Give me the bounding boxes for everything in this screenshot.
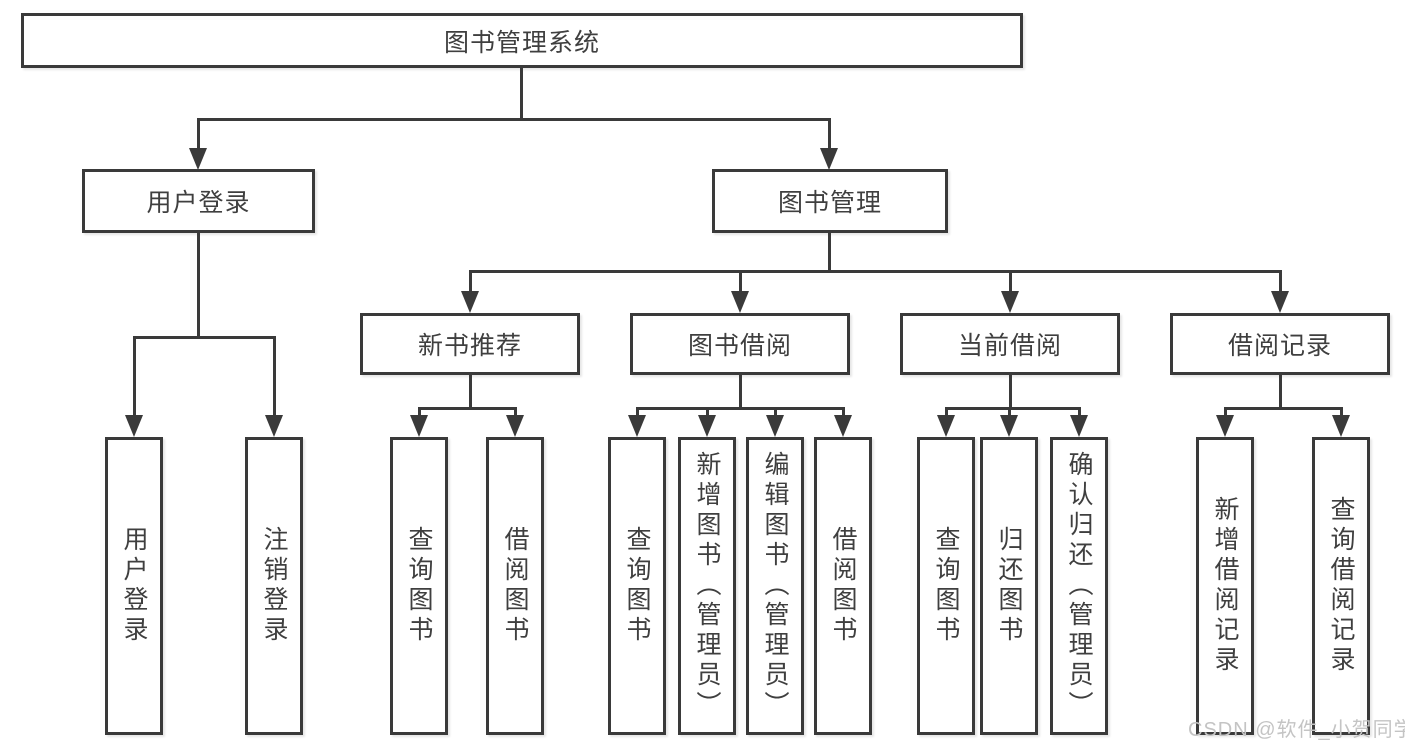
arrow-down-icon	[125, 415, 143, 437]
arrow-down-icon	[698, 415, 716, 437]
leaf-return-book-label: 归还图书	[995, 526, 1023, 646]
connector-line	[945, 407, 1080, 410]
leaf-add-book-admin-label: 新增图书（管理员）	[693, 451, 721, 721]
node-new-book-recommend-label: 新书推荐	[417, 332, 522, 360]
connector-line	[197, 233, 200, 336]
arrow-down-icon	[1001, 291, 1019, 313]
connector-line	[828, 118, 831, 150]
leaf-return-book: 归还图书	[980, 437, 1038, 735]
connector-line	[1078, 407, 1081, 417]
node-user-login-label: 用户登录	[146, 189, 251, 217]
connector-line	[469, 375, 472, 407]
arrow-down-icon	[1000, 415, 1018, 437]
leaf-borrow-books-recommend: 借阅图书	[486, 437, 544, 735]
node-root-label: 图书管理系统	[443, 28, 600, 57]
connector-line	[636, 407, 844, 410]
node-book-borrow: 图书借阅	[630, 313, 850, 375]
arrow-down-icon	[461, 291, 479, 313]
leaf-add-borrow-record-label: 新增借阅记录	[1211, 496, 1239, 676]
leaf-query-borrow-record: 查询借阅记录	[1312, 437, 1370, 735]
leaf-query-books-current-label: 查询图书	[932, 526, 960, 646]
node-current-borrow: 当前借阅	[900, 313, 1120, 375]
watermark: CSDN @软件_小贺同学	[1188, 719, 1405, 741]
connector-line	[133, 336, 136, 417]
leaf-logout-label: 注销登录	[260, 526, 288, 646]
leaf-user-login: 用户登录	[105, 437, 163, 735]
node-book-management: 图书管理	[712, 169, 948, 233]
connector-line	[197, 118, 831, 121]
connector-line	[1224, 407, 1227, 417]
node-user-login: 用户登录	[82, 169, 315, 233]
connector-line	[197, 118, 200, 150]
arrow-down-icon	[1332, 415, 1350, 437]
connector-line	[774, 407, 777, 417]
leaf-edit-book-admin: 编辑图书（管理员）	[746, 437, 804, 735]
connector-line	[273, 336, 276, 417]
leaf-query-borrow-record-label: 查询借阅记录	[1327, 496, 1355, 676]
arrow-down-icon	[1070, 415, 1088, 437]
connector-line	[739, 270, 742, 293]
leaf-add-borrow-record: 新增借阅记录	[1196, 437, 1254, 735]
arrow-down-icon	[937, 415, 955, 437]
leaf-borrow-books-label: 借阅图书	[829, 526, 857, 646]
node-borrow-records: 借阅记录	[1170, 313, 1390, 375]
connector-line	[828, 233, 831, 270]
arrow-down-icon	[506, 415, 524, 437]
arrow-down-icon	[410, 415, 428, 437]
leaf-logout: 注销登录	[245, 437, 303, 735]
arrow-down-icon	[189, 148, 207, 170]
node-book-borrow-label: 图书借阅	[687, 332, 792, 360]
node-new-book-recommend: 新书推荐	[360, 313, 580, 375]
node-root: 图书管理系统	[21, 13, 1023, 68]
arrow-down-icon	[628, 415, 646, 437]
arrow-down-icon	[731, 291, 749, 313]
leaf-borrow-books: 借阅图书	[814, 437, 872, 735]
node-book-management-label: 图书管理	[777, 189, 882, 217]
connector-line	[706, 407, 709, 417]
connector-line	[418, 407, 517, 410]
connector-line	[945, 407, 948, 417]
arrow-down-icon	[265, 415, 283, 437]
leaf-query-books-borrow-label: 查询图书	[623, 526, 651, 646]
connector-line	[1008, 407, 1011, 417]
connector-line	[514, 407, 517, 417]
connector-line	[469, 270, 472, 293]
node-current-borrow-label: 当前借阅	[957, 332, 1062, 360]
connector-line	[842, 407, 845, 417]
arrow-down-icon	[834, 415, 852, 437]
arrow-down-icon	[1271, 291, 1289, 313]
connector-line	[1224, 407, 1343, 410]
leaf-query-books-current: 查询图书	[917, 437, 975, 735]
leaf-confirm-return-admin-label: 确认归还（管理员）	[1065, 451, 1093, 721]
arrow-down-icon	[1216, 415, 1234, 437]
connector-line	[636, 407, 639, 417]
connector-line	[739, 375, 742, 407]
connector-line	[1340, 407, 1343, 417]
arrow-down-icon	[766, 415, 784, 437]
leaf-query-books-recommend-label: 查询图书	[405, 526, 433, 646]
connector-line	[1009, 270, 1012, 293]
connector-line	[418, 407, 421, 417]
arrow-down-icon	[820, 148, 838, 170]
leaf-confirm-return-admin: 确认归还（管理员）	[1050, 437, 1108, 735]
leaf-add-book-admin: 新增图书（管理员）	[678, 437, 736, 735]
node-borrow-records-label: 借阅记录	[1227, 332, 1332, 360]
connector-line	[1279, 270, 1282, 293]
leaf-query-books-recommend: 查询图书	[390, 437, 448, 735]
connector-line	[133, 336, 275, 339]
connector-line	[469, 270, 1281, 273]
leaf-query-books-borrow: 查询图书	[608, 437, 666, 735]
leaf-user-login-label: 用户登录	[120, 526, 148, 646]
connector-line	[520, 68, 523, 118]
connector-line	[1279, 375, 1282, 407]
leaf-edit-book-admin-label: 编辑图书（管理员）	[761, 451, 789, 721]
leaf-borrow-books-recommend-label: 借阅图书	[501, 526, 529, 646]
connector-line	[1009, 375, 1012, 407]
